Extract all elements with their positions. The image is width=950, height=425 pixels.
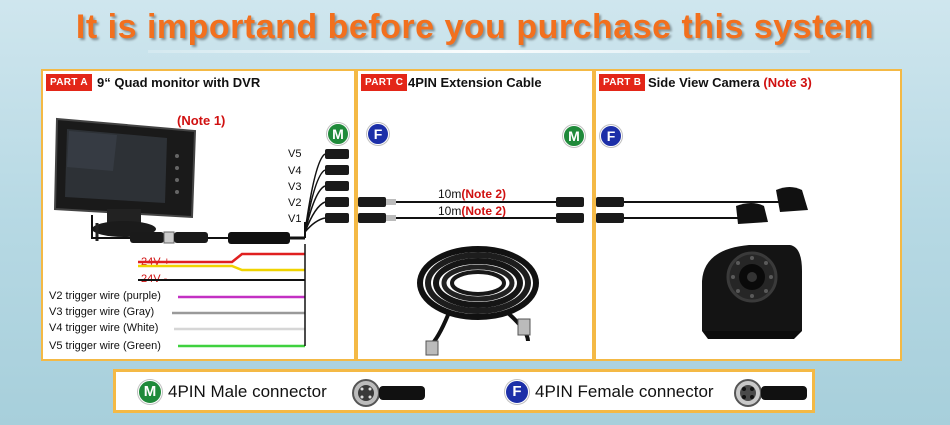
male-connector-icon (352, 379, 425, 407)
legend-female-badge: F (505, 380, 529, 404)
male-badge: M (563, 125, 585, 147)
video-input-v1: V1 (288, 213, 302, 225)
cable-1-length: 10m(Note 2) (438, 187, 506, 201)
part-b-tag: PART B (599, 74, 646, 91)
male-badge: M (327, 123, 349, 145)
video-input-v5: V5 (288, 148, 302, 160)
side-camera-image (702, 245, 802, 339)
part-c-title: 4PIN Extension Cable (408, 75, 542, 90)
female-connector-icon (734, 379, 807, 407)
female-badge: F (600, 125, 622, 147)
legend-female-label: 4PIN Female connector (535, 382, 714, 401)
legend-male-label: 4PIN Male connector (168, 382, 327, 401)
cable-1-length-value: 10m (438, 187, 462, 201)
monitor-connector-male (130, 232, 164, 243)
harness-plug (228, 232, 290, 244)
part-a-tag: PART A (46, 74, 92, 91)
trigger-wire-v3-label: V3 trigger wire (Gray) (49, 306, 155, 318)
trigger-wire-v5-label: V5 trigger wire (Green) (49, 340, 161, 352)
page-title: It is importand before you purchase this… (75, 8, 875, 46)
title-underline (148, 50, 810, 53)
part-a-note: (Note 1) (177, 113, 226, 128)
part-c-tag: PART C (361, 74, 408, 91)
part-b-title: Side View Camera (Note 3) (648, 75, 812, 90)
small-camera-1 (776, 187, 808, 212)
video-input-v4: V4 (288, 165, 302, 177)
cable-2-length: 10m(Note 2) (438, 204, 506, 218)
female-badge: F (367, 123, 389, 145)
monitor-connector-female (174, 232, 208, 243)
video-input-v3: V3 (288, 181, 302, 193)
trigger-wire-v4-label: V4 trigger wire (White) (49, 322, 159, 334)
cable-1-note: (Note 2) (461, 187, 507, 201)
part-b-note: (Note 3) (763, 75, 812, 90)
cable-2-note: (Note 2) (461, 204, 507, 218)
part-b-title-text: Side View Camera (648, 75, 760, 90)
connector-legend: M 4PIN Male connector F 4PIN Female conn… (113, 369, 815, 413)
part-a-title: 9“ Quad monitor with DVR (97, 75, 261, 90)
small-camera-2 (736, 203, 768, 224)
trigger-wire-v2-label: V2 trigger wire (purple) (49, 290, 161, 302)
cable-2-length-value: 10m (438, 204, 462, 218)
legend-male-badge: M (138, 380, 162, 404)
coiled-cable-image (417, 246, 539, 356)
video-input-v2: V2 (288, 197, 302, 209)
